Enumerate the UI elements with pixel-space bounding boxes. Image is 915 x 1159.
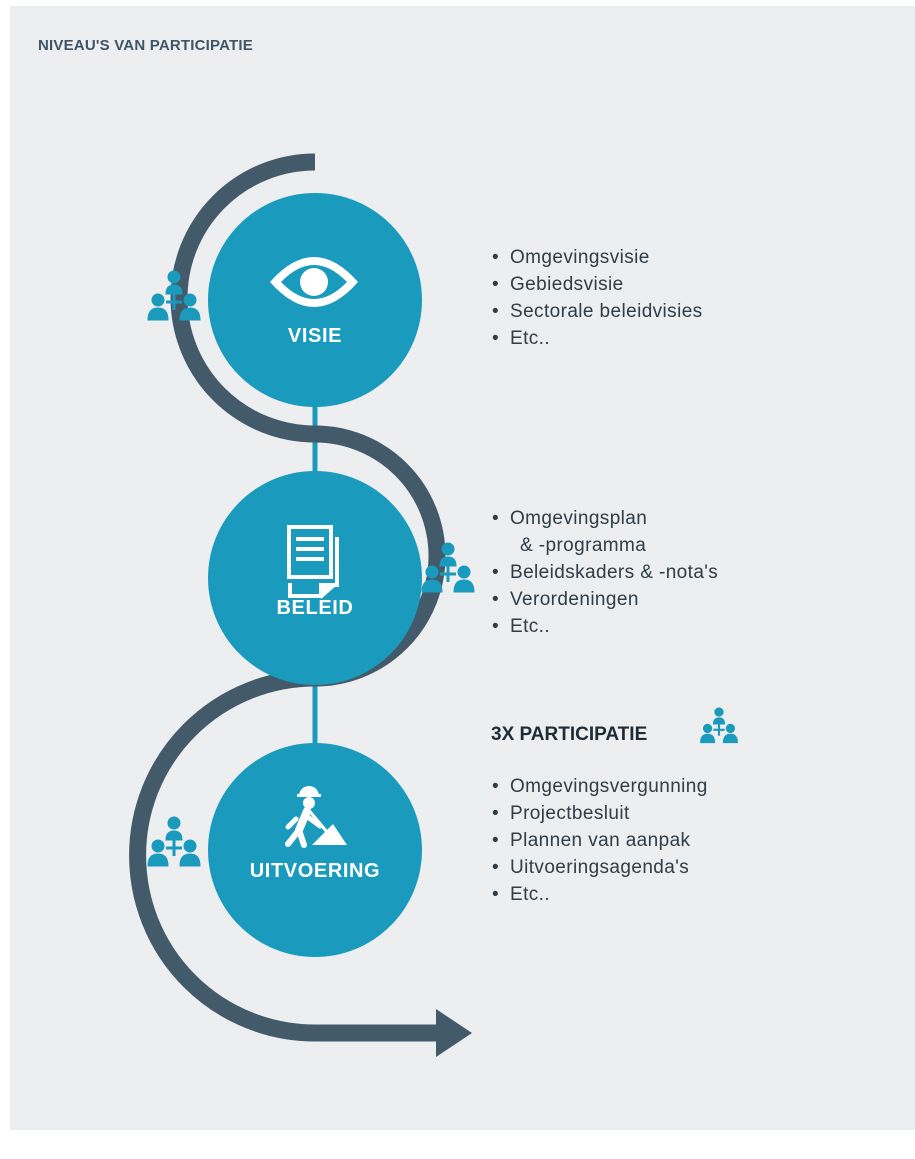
level-label-uitvoering: UITVOERING <box>250 860 380 882</box>
list-item: Uitvoeringsagenda's <box>492 854 708 881</box>
people-group-icon <box>699 707 739 744</box>
visie-list: Omgevingsvisie Gebiedsvisie Sectorale be… <box>492 244 703 352</box>
list-item: Projectbesluit <box>492 800 708 827</box>
list-item: Etc.. <box>492 325 703 352</box>
level-label-visie: VISIE <box>288 325 342 347</box>
document-icon <box>287 525 339 599</box>
list-item: Etc.. <box>492 613 718 640</box>
level-label-beleid: BELEID <box>277 597 354 619</box>
uitvoering-list: Omgevingsvergunning Projectbesluit Plann… <box>492 773 708 908</box>
beleid-list: Omgevingsplan & -programma Beleidskaders… <box>492 505 718 640</box>
list-item: Etc.. <box>492 881 708 908</box>
people-icon-uitvoering <box>146 816 202 868</box>
list-item: Omgevingsvisie <box>492 244 703 271</box>
list-item: Beleidskaders & -nota's <box>492 559 718 586</box>
construction-worker-icon <box>285 786 347 848</box>
level-circle-uitvoering <box>208 743 422 957</box>
list-item: Sectorale beleidvisies <box>492 298 703 325</box>
list-item: Plannen van aanpak <box>492 827 708 854</box>
path-arrowhead <box>436 1009 472 1057</box>
page-title: NIVEAU'S VAN PARTICIPATIE <box>38 37 253 54</box>
list-item: Verordeningen <box>492 586 718 613</box>
list-item: Gebiedsvisie <box>492 271 703 298</box>
list-item: & -programma <box>520 535 647 556</box>
summary-label: 3X PARTICIPATIE <box>491 724 647 745</box>
list-item: Omgevingsvergunning <box>492 773 708 800</box>
list-item: Omgevingsplan <box>492 505 718 532</box>
eye-icon <box>270 257 358 307</box>
